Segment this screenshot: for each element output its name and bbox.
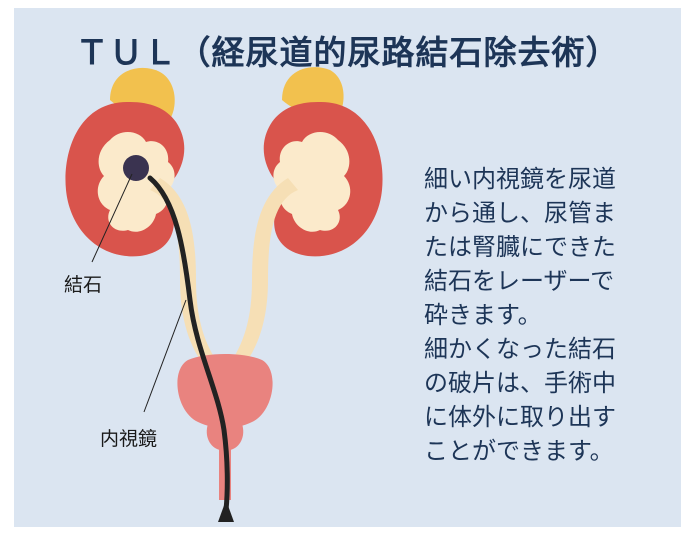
right-renal-pelvis [273,131,351,232]
endoscope-leader-line [143,299,187,413]
stone-label: 結石 [64,274,103,296]
description-line: 細い内視鏡を尿道 [424,165,616,193]
description-line: から通し、尿管ま [424,199,616,227]
description-line: の破片は、手術中 [424,369,616,397]
right-ureter [228,178,298,368]
endoscope-label: 内視鏡 [100,428,158,450]
description-line: ことができます。 [424,437,614,465]
kidney-stone [123,155,149,181]
endoscope-tip-icon [218,500,234,522]
description-line: 細かくなった結石 [424,335,616,363]
stone-leader-line [91,173,133,263]
description-text: 細い内視鏡を尿道 から通し、尿管ま たは腎臓にできた 結石をレーザーで 砕きます… [424,162,674,468]
description-line: 砕きます。 [424,301,542,329]
description-line: 結石をレーザーで [424,267,615,295]
bladder [177,354,273,428]
description-line: に体外に取り出す [424,403,616,431]
endoscope [147,175,230,513]
page-title: ＴＵＬ（経尿道的尿路結石除去術） [75,33,620,72]
description-line: たは腎臓にできた [424,233,616,261]
